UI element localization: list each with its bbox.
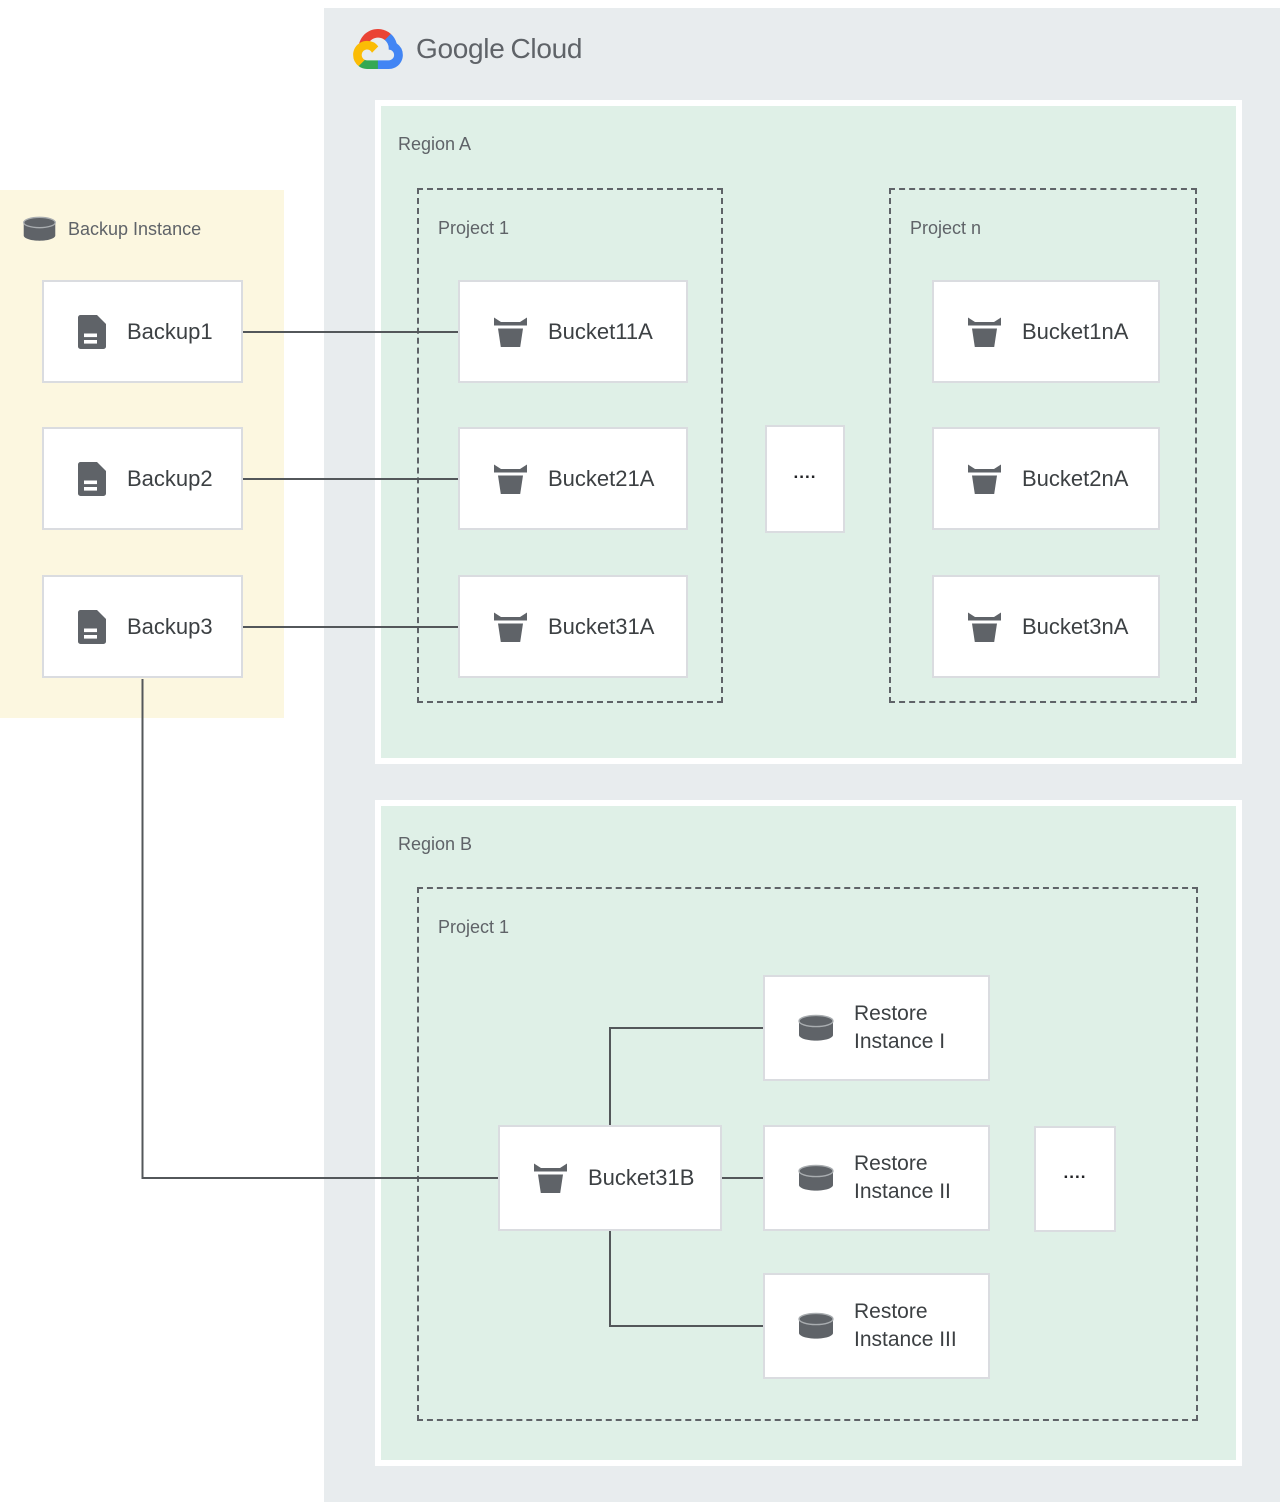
- storage-bucket-icon: [532, 1161, 569, 1195]
- bucket3na-label: Bucket3nA: [1022, 613, 1129, 639]
- restore-instance-1-node: Restore Instance I: [763, 975, 990, 1081]
- document-icon: [76, 608, 108, 646]
- restore-instance-3-node: Restore Instance III: [763, 1273, 990, 1379]
- region-a-panel: Region A Project 1 Bucket11A Bucket21A B…: [375, 100, 1242, 764]
- backup2-node: Backup2: [42, 427, 243, 530]
- project-1a-title: Project 1: [438, 218, 510, 238]
- restore-ellipsis: ....: [1063, 1163, 1087, 1182]
- project-1a-group: Project 1 Bucket11A Bucket21A Bucket31A: [417, 188, 723, 703]
- bucket21a-node: Bucket21A: [458, 427, 688, 530]
- region-b-panel: Region B Project 1 Bucket31B Restore Ins…: [375, 800, 1242, 1466]
- database-icon: [797, 1014, 835, 1042]
- region-b-title: Region B: [398, 834, 473, 854]
- storage-bucket-icon: [492, 315, 529, 349]
- backup1-node: Backup1: [42, 280, 243, 383]
- bucket31b-node: Bucket31B: [498, 1125, 722, 1231]
- restore-instance-3-label: Restore Instance III: [854, 1298, 957, 1354]
- backup-instance-header: Backup Instance: [21, 216, 201, 242]
- bucket2na-label: Bucket2nA: [1022, 465, 1129, 491]
- bucket2na-node: Bucket2nA: [932, 427, 1160, 530]
- storage-bucket-icon: [492, 462, 529, 496]
- bucket21a-label: Bucket21A: [548, 465, 655, 491]
- restore-2-line2: Instance II: [854, 1180, 951, 1203]
- database-icon: [797, 1164, 835, 1192]
- bucket31a-label: Bucket31A: [548, 613, 655, 639]
- storage-bucket-icon: [966, 315, 1003, 349]
- database-icon: [21, 216, 58, 242]
- document-icon: [76, 313, 108, 351]
- bucket1na-label: Bucket1nA: [1022, 318, 1129, 344]
- bucket31a-node: Bucket31A: [458, 575, 688, 678]
- backup-instance-panel: Backup Instance Backup1 Backup2 Backup3: [0, 190, 284, 718]
- google-cloud-icon: [353, 29, 403, 69]
- restore-instance-2-node: Restore Instance II: [763, 1125, 990, 1231]
- backup-instance-title: Backup Instance: [68, 218, 202, 239]
- backup3-node: Backup3: [42, 575, 243, 678]
- restore-3-line2: Instance III: [854, 1328, 957, 1351]
- restore-instance-2-label: Restore Instance II: [854, 1150, 951, 1206]
- logo-text-google: Google: [416, 33, 505, 64]
- storage-bucket-icon: [966, 610, 1003, 644]
- storage-bucket-icon: [966, 462, 1003, 496]
- project-n-group: Project n Bucket1nA Bucket2nA Bucket3nA: [889, 188, 1197, 703]
- backup3-label: Backup3: [127, 613, 213, 639]
- storage-bucket-icon: [492, 610, 529, 644]
- bucket3na-node: Bucket3nA: [932, 575, 1160, 678]
- region-a-title: Region A: [398, 134, 472, 154]
- restore-1-line1: Restore: [854, 1002, 928, 1025]
- projects-ellipsis-box: ....: [765, 425, 845, 533]
- project-1b-title: Project 1: [438, 917, 510, 937]
- backup1-label: Backup1: [127, 318, 213, 344]
- project-n-title: Project n: [910, 218, 982, 238]
- restore-1-line2: Instance I: [854, 1030, 946, 1053]
- logo-text-cloud: Cloud: [510, 33, 583, 64]
- projects-ellipsis: ....: [793, 463, 817, 482]
- bucket1na-node: Bucket1nA: [932, 280, 1160, 383]
- bucket31b-label: Bucket31B: [588, 1165, 695, 1190]
- restore-3-line1: Restore: [854, 1300, 928, 1323]
- project-1b-group: Project 1 Bucket31B Restore Instance I R…: [417, 887, 1198, 1421]
- bucket11a-label: Bucket11A: [548, 318, 653, 344]
- restore-instance-1-label: Restore Instance I: [854, 1000, 945, 1056]
- restore-2-line1: Restore: [854, 1152, 928, 1175]
- database-icon: [797, 1312, 835, 1340]
- bucket11a-node: Bucket11A: [458, 280, 688, 383]
- restore-ellipsis-box: ....: [1034, 1126, 1116, 1232]
- backup2-label: Backup2: [127, 465, 213, 491]
- document-icon: [76, 460, 108, 498]
